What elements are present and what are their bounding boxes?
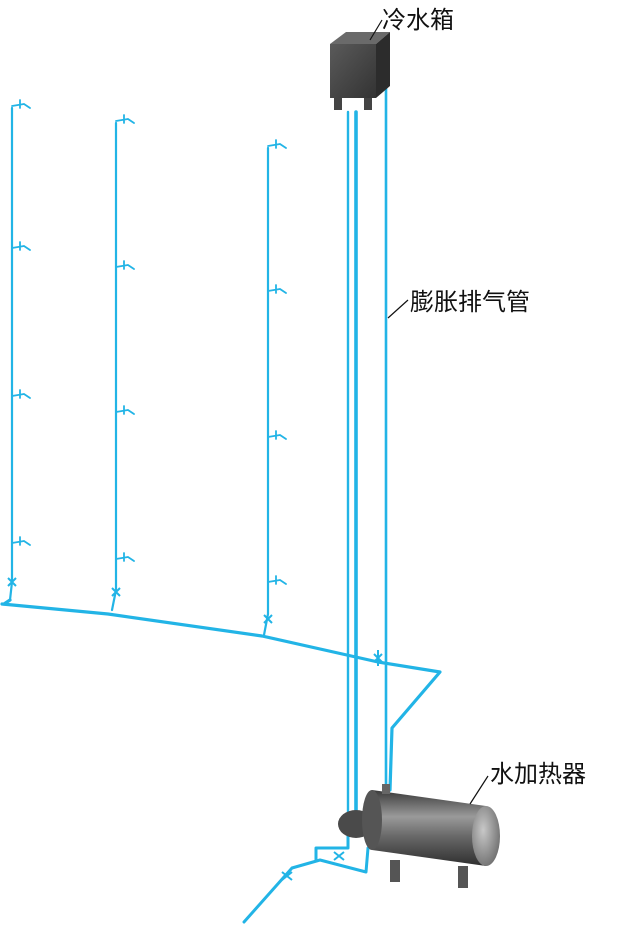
faucet-icon	[11, 389, 31, 399]
valve-icon	[333, 851, 345, 861]
riser-2-pipe	[110, 121, 118, 612]
faucet-icon	[11, 99, 31, 109]
heater-left-edge	[362, 790, 382, 850]
tank-leg-left	[334, 98, 342, 110]
valve-icon	[263, 614, 273, 624]
faucet-icon	[267, 575, 287, 585]
faucet-icon	[115, 260, 135, 270]
inlet-valves	[281, 851, 345, 881]
cold-water-tank	[330, 32, 390, 110]
leader-cold-tank	[369, 19, 383, 41]
valve-icon	[281, 871, 293, 881]
faucet-icon	[115, 114, 135, 124]
valve-group	[7, 577, 273, 624]
heater-leg	[458, 866, 468, 888]
heater-body	[372, 790, 486, 866]
heater-leg	[390, 860, 400, 882]
horizontal-main	[0, 602, 442, 792]
heater-right-cap	[472, 806, 500, 866]
label-water-heater: 水加热器	[490, 760, 586, 788]
heater-nozzle	[382, 784, 390, 794]
supply-pipe-group	[346, 44, 388, 824]
expansion-vent-pipe	[366, 44, 388, 794]
tank-side-face	[376, 32, 390, 98]
leader-vent-pipe	[387, 299, 409, 319]
tank-leg-right	[364, 98, 372, 110]
faucet-icon	[11, 536, 31, 546]
tank-top-face	[330, 32, 390, 44]
water-heater	[338, 784, 500, 888]
valve-icon	[373, 650, 383, 666]
labels: 冷水箱 膨胀排气管 水加热器	[369, 6, 586, 805]
riser-3-pipe	[262, 146, 270, 637]
label-vent-pipe: 膨胀排气管	[410, 288, 530, 316]
leader-water-heater	[469, 775, 489, 805]
main-valve	[373, 650, 383, 666]
main-branch-to-riser-1	[2, 598, 12, 606]
faucet-icon	[115, 552, 135, 562]
riser-group	[8, 106, 270, 637]
valve-icon	[7, 577, 17, 587]
faucet-icon	[267, 430, 287, 440]
label-cold-tank: 冷水箱	[382, 6, 454, 34]
valve-icon	[111, 587, 121, 597]
tank-front-face	[330, 44, 376, 98]
fixture-group	[11, 99, 287, 585]
inlet-pipe	[242, 846, 370, 924]
faucet-icon	[267, 139, 287, 149]
riser-1-pipe	[8, 106, 14, 602]
faucet-icon	[11, 241, 31, 251]
faucet-icon	[115, 405, 135, 415]
main-pipe-group	[0, 598, 442, 792]
faucet-icon	[267, 284, 287, 294]
